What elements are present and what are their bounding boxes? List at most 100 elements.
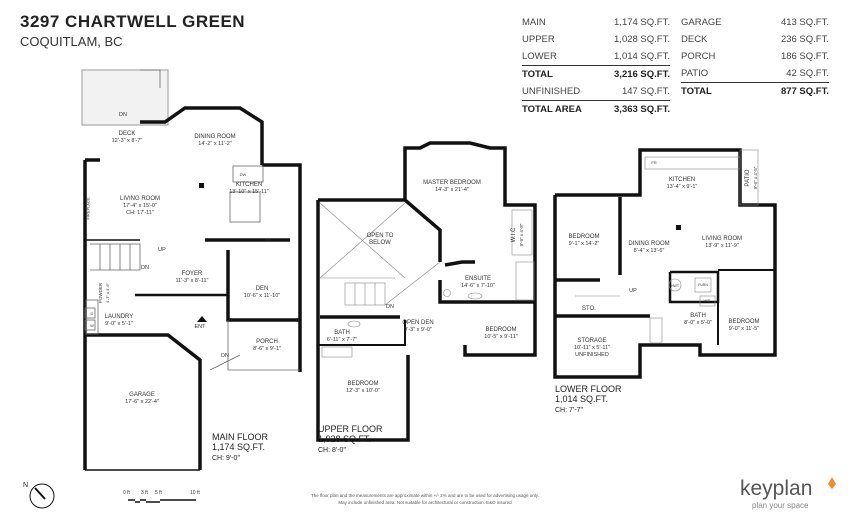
compass-icon bbox=[29, 483, 55, 509]
area-label: PATIO bbox=[681, 68, 709, 79]
area-label: UPPER bbox=[522, 34, 555, 45]
keyplan-logo: keyplan bbox=[740, 477, 813, 500]
main-floor-walls bbox=[81, 69, 302, 471]
entry-arrow-icon bbox=[197, 316, 207, 322]
deck-area bbox=[81, 69, 169, 126]
area-value: 236 SQ.FT. bbox=[780, 34, 829, 45]
washer-dryer-label: W/D bbox=[703, 299, 711, 303]
area-value: 3,216 SQ.FT. bbox=[598, 65, 670, 83]
patio-area bbox=[739, 149, 759, 206]
upper-floor-walls bbox=[316, 141, 537, 442]
area-value: 3,363 SQ.FT. bbox=[598, 100, 670, 118]
water-heater-label: HWT bbox=[671, 284, 679, 288]
fridge-label: FR bbox=[265, 237, 271, 242]
area-row: UPPER 1,028 SQ.FT. bbox=[522, 31, 670, 48]
stair-up-label: UP bbox=[158, 247, 166, 253]
area-value: 147 SQ.FT. bbox=[621, 86, 670, 97]
area-label: GARAGE bbox=[681, 17, 722, 28]
area-value: 42 SQ.FT. bbox=[786, 68, 829, 79]
stair-down-label: DN bbox=[119, 112, 127, 118]
entry-label: ENT bbox=[194, 324, 206, 330]
area-label: MAIN bbox=[522, 17, 546, 28]
scale-label: 10 ft bbox=[190, 490, 200, 496]
area-label: TOTAL AREA bbox=[522, 100, 599, 118]
scale-label: 3 ft bbox=[141, 490, 148, 496]
area-label: LOWER bbox=[522, 51, 557, 62]
area-label: TOTAL bbox=[522, 65, 599, 83]
upper-floor-details bbox=[319, 202, 535, 358]
property-city: COQUITLAM, BC bbox=[20, 34, 123, 49]
column-icon bbox=[676, 225, 681, 230]
area-label: DECK bbox=[681, 34, 708, 45]
main-floor-details bbox=[84, 69, 300, 371]
dryer-label: D bbox=[90, 311, 94, 316]
area-row: UNFINISHED 147 SQ.FT. bbox=[522, 83, 670, 101]
area-row: LOWER 1,014 SQ.FT. bbox=[522, 48, 670, 66]
area-row: DECK 236 SQ.FT. bbox=[681, 31, 829, 48]
stair-up-label: UP bbox=[629, 288, 637, 294]
area-row: PATIO 42 SQ.FT. bbox=[681, 65, 829, 83]
area-value: 1,014 SQ.FT. bbox=[614, 51, 670, 62]
fireplace-label: FIREPLACE bbox=[85, 197, 91, 220]
lower-floor-details bbox=[575, 149, 759, 344]
area-label: PORCH bbox=[681, 51, 716, 62]
area-value: 1,028 SQ.FT. bbox=[614, 34, 670, 45]
north-label: N bbox=[23, 482, 29, 489]
stair-down-label: DN bbox=[221, 353, 229, 359]
scale-bar bbox=[128, 499, 196, 503]
area-label: UNFINISHED bbox=[522, 86, 581, 97]
stair-down-label: DN bbox=[141, 265, 149, 271]
area-label: TOTAL bbox=[681, 82, 749, 100]
column-icon bbox=[199, 183, 204, 188]
keyplan-tagline: plan your space bbox=[752, 501, 809, 510]
room-label: STO. bbox=[582, 306, 596, 312]
property-address: 3297 CHARTWELL GREEN bbox=[20, 12, 246, 31]
area-row: PORCH 186 SQ.FT. bbox=[681, 48, 829, 65]
area-value: 186 SQ.FT. bbox=[780, 51, 829, 62]
scale-label: 0 ft bbox=[123, 490, 130, 496]
area-value: 1,174 SQ.FT. bbox=[614, 17, 670, 28]
logo-fox-icon bbox=[828, 477, 836, 489]
disclaimer: The floor plan and the measurements are … bbox=[311, 493, 539, 505]
stair-down-label: DN bbox=[386, 304, 394, 310]
dishwasher-label: DW bbox=[239, 172, 247, 177]
washer-label: W bbox=[90, 323, 94, 328]
area-row: MAIN 1,174 SQ.FT. bbox=[522, 14, 670, 31]
living-area-table: MAIN 1,174 SQ.FT. UPPER 1,028 SQ.FT. LOWER… bbox=[522, 14, 670, 118]
furnace-label: FURN bbox=[698, 283, 708, 287]
